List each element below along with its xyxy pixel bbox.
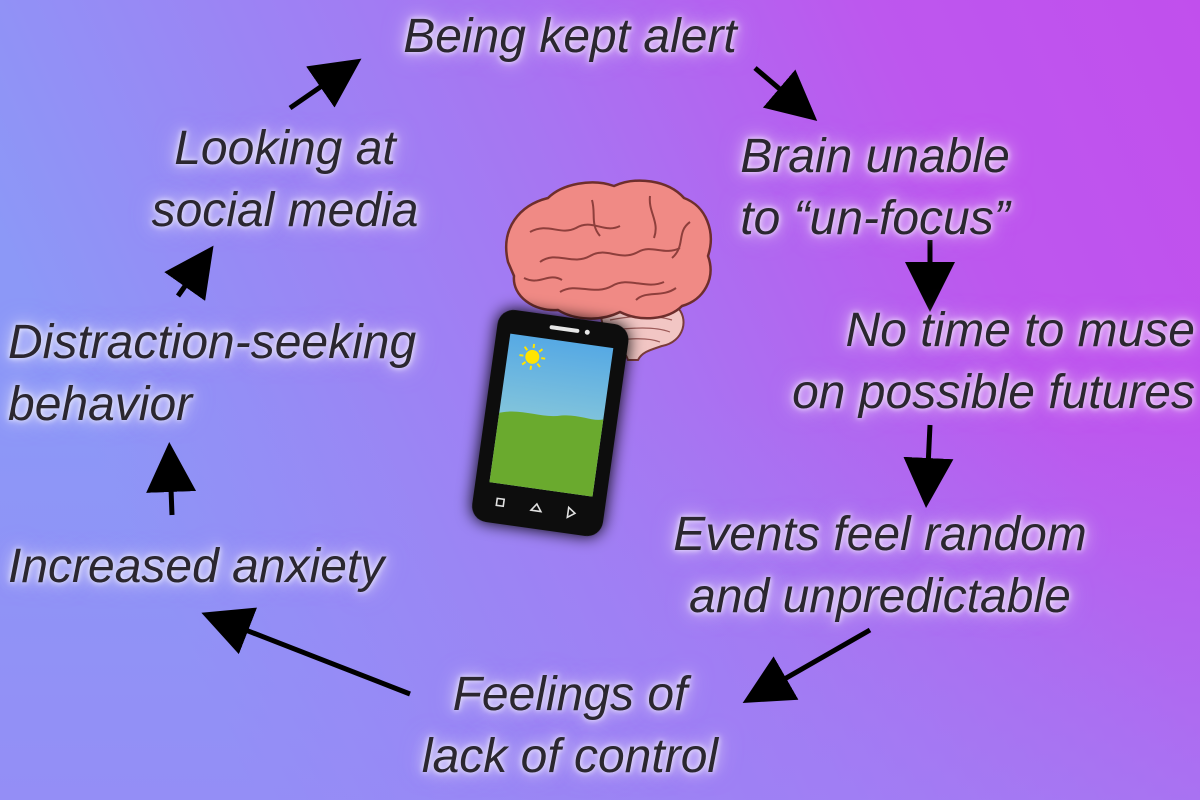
- node-events-feel-random: Events feel random and unpredictable: [640, 504, 1120, 628]
- node-brain-unable-to-unfocus: Brain unable to “un-focus”: [700, 126, 1050, 250]
- smartphone-icon: [472, 309, 629, 537]
- node-text-line: Events feel random: [673, 508, 1087, 561]
- node-text-line: Looking at: [174, 122, 396, 175]
- sun-icon: [519, 343, 546, 370]
- node-text-line: No time to muse: [845, 304, 1195, 357]
- node-text-line: Brain unable: [740, 130, 1010, 183]
- node-text-line: Distraction-seeking: [8, 316, 417, 369]
- arrow-social-to-kept: [288, 58, 362, 111]
- node-text-line: social media: [151, 184, 419, 237]
- node-increased-anxiety: Increased anxiety: [8, 536, 448, 598]
- node-distraction-seeking-behavior: Distraction-seeking behavior: [8, 312, 468, 436]
- node-text-line: Increased anxiety: [8, 540, 385, 593]
- node-text-line: Feelings of: [452, 668, 688, 721]
- arrow-distraction-to-social: [164, 245, 214, 301]
- node-feelings-of-lack-of-control: Feelings of lack of control: [380, 664, 760, 788]
- node-text-line: and unpredictable: [689, 570, 1071, 623]
- arrow-muse-to-events: [903, 424, 954, 508]
- node-being-kept-alert: Being kept alert: [370, 6, 770, 68]
- phone-nav-buttons: [495, 497, 577, 519]
- arrow-anxiety-to-distraction: [146, 442, 197, 516]
- arrow-kept-to-brain: [753, 66, 818, 121]
- arrow-control-to-anxiety: [201, 607, 411, 697]
- node-looking-at-social-media: Looking at social media: [120, 118, 450, 242]
- arrow-events-to-control: [742, 627, 872, 703]
- brain-icon: [505, 179, 712, 361]
- node-text-line: to “un-focus”: [740, 192, 1010, 245]
- node-text-line: on possible futures: [792, 366, 1195, 419]
- node-text-line: behavior: [8, 378, 193, 431]
- node-no-time-to-muse: No time to muse on possible futures: [745, 300, 1195, 424]
- node-text-line: lack of control: [421, 730, 719, 783]
- node-text-line: Being kept alert: [403, 10, 737, 63]
